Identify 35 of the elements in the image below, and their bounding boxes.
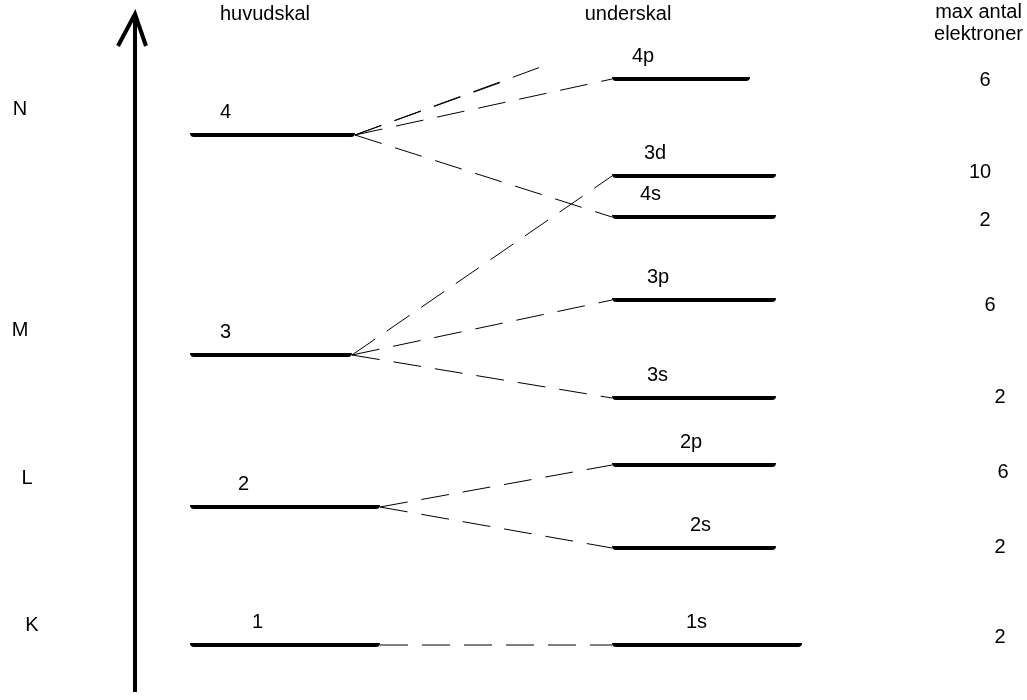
label-text: 2 bbox=[978, 208, 992, 230]
label-text: 6 bbox=[983, 293, 997, 315]
dashed-line bbox=[379, 464, 613, 508]
label-text: L bbox=[20, 466, 34, 488]
dashed-line bbox=[351, 175, 613, 356]
dashed-line bbox=[354, 134, 613, 218]
level-label: 2s bbox=[690, 512, 712, 536]
label-text: N bbox=[11, 97, 29, 119]
label-text: 10 bbox=[967, 160, 993, 182]
label-text: huvudskal bbox=[218, 2, 312, 24]
level-label: 2p bbox=[680, 429, 703, 453]
label-text: 2 bbox=[993, 385, 1007, 407]
label-text: 6 bbox=[996, 460, 1010, 482]
level-label: 2 bbox=[238, 471, 250, 495]
level-label: 3p bbox=[647, 264, 670, 288]
level-label: 4p bbox=[632, 43, 655, 67]
dashed-line bbox=[354, 78, 613, 136]
dashed-line bbox=[379, 644, 613, 646]
level-label: 3d bbox=[644, 140, 667, 164]
label-text: M bbox=[10, 318, 30, 340]
level-label: 3s bbox=[647, 362, 669, 386]
level-label: 1s bbox=[686, 609, 708, 633]
label-text: underskal bbox=[583, 2, 673, 24]
level-label: 1 bbox=[252, 609, 264, 633]
label-text: K bbox=[24, 613, 40, 635]
level-label: 4 bbox=[220, 99, 232, 123]
dashed-line bbox=[351, 354, 613, 399]
label-text: max antal elektroner bbox=[933, 0, 1024, 44]
dashed-line bbox=[379, 506, 613, 549]
level-label: 3 bbox=[220, 319, 232, 343]
level-label: 4s bbox=[640, 181, 662, 205]
label-text: 2 bbox=[993, 535, 1007, 557]
label-text: 2 bbox=[993, 625, 1007, 647]
label-text: 6 bbox=[978, 68, 992, 90]
dashed-line bbox=[351, 299, 613, 356]
